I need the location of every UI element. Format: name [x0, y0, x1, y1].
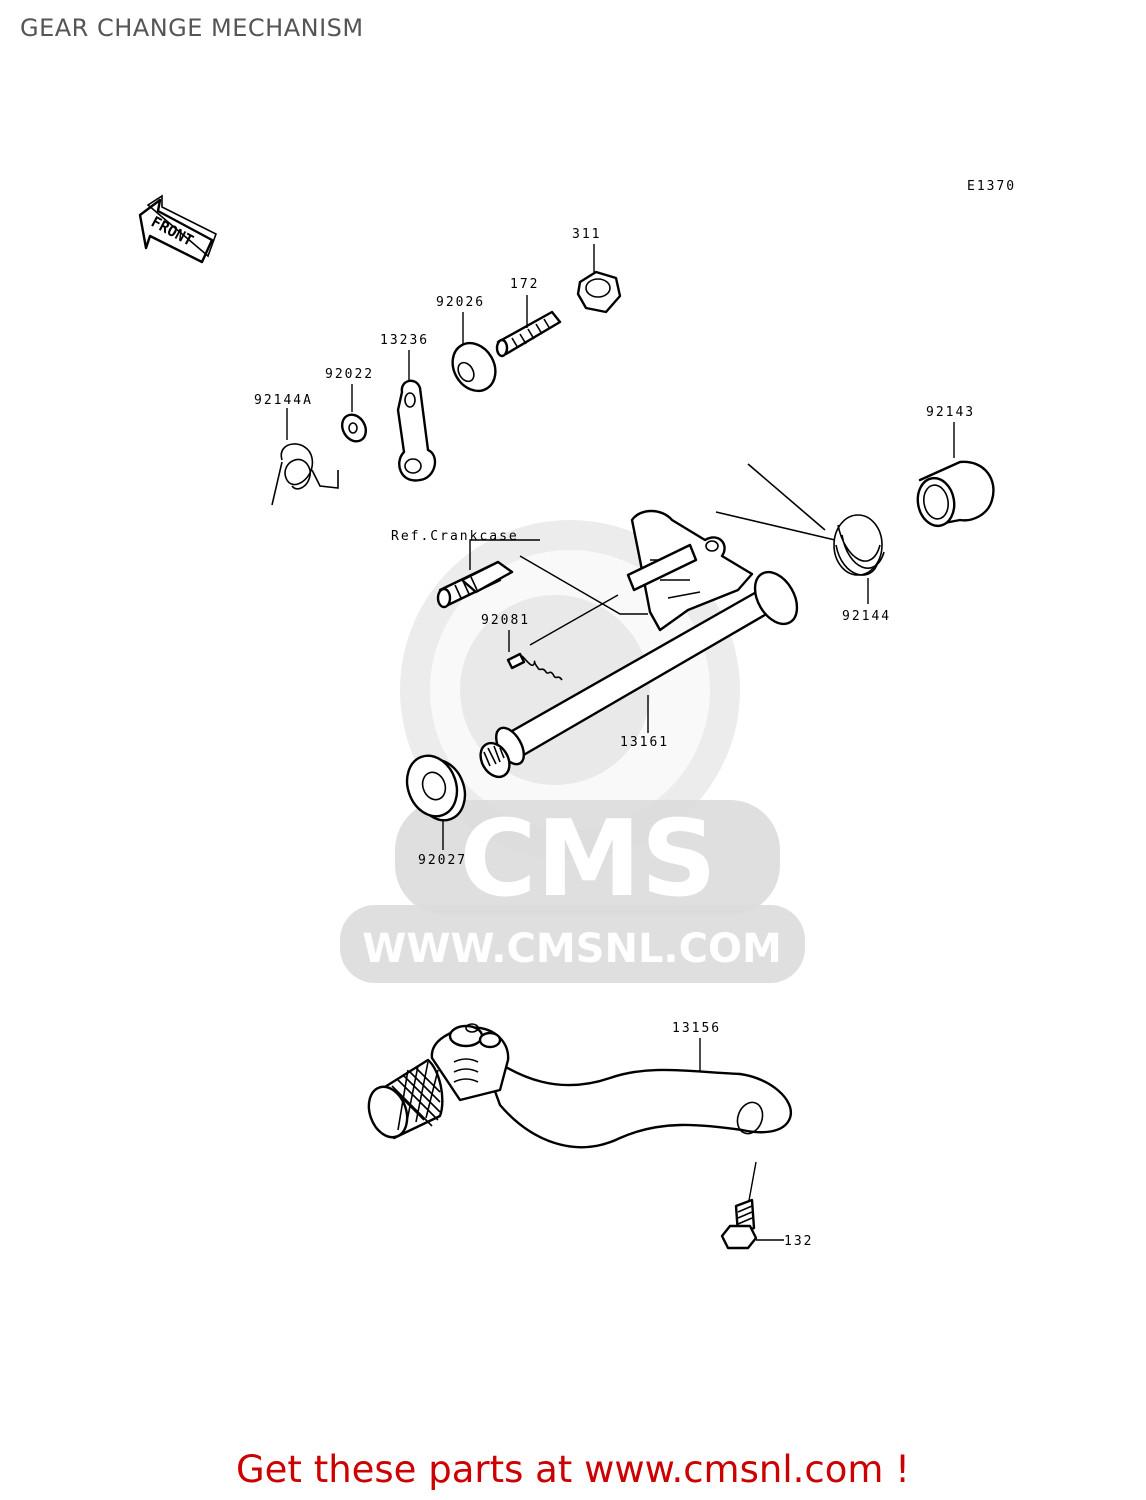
part-spring-92144[interactable]: 92144 — [715, 463, 891, 624]
part-spring-92081[interactable]: 92081 — [481, 613, 563, 681]
label-13161: 13161 — [620, 735, 669, 750]
page-title: GEAR CHANGE MECHANISM — [20, 14, 364, 42]
label-132: 132 — [784, 1234, 813, 1249]
part-gear-lever-13156[interactable]: 13156 — [362, 1021, 793, 1149]
part-arm-13236[interactable]: 13236 — [380, 333, 437, 482]
part-bushing-92143[interactable]: 92143 — [914, 405, 995, 529]
cms-watermark: CMS WWW.CMSNL.COM — [340, 520, 805, 983]
part-seal-92027[interactable]: 92027 — [399, 749, 473, 868]
watermark-brand: CMS — [459, 798, 716, 920]
part-shift-shaft-13161[interactable]: 13161 — [475, 509, 806, 782]
front-arrow: FRONT — [138, 194, 217, 264]
part-nut-311[interactable]: 311 — [572, 227, 622, 314]
part-stud-172[interactable]: 172 — [495, 277, 562, 358]
label-13236: 13236 — [380, 333, 429, 348]
label-92143: 92143 — [926, 405, 975, 420]
label-92144: 92144 — [842, 609, 891, 624]
part-ref-crankcase-pin[interactable]: Ref.Crankcase — [391, 529, 648, 646]
label-92022: 92022 — [325, 367, 374, 382]
label-13156: 13156 — [672, 1021, 721, 1036]
label-172: 172 — [510, 277, 539, 292]
label-92081: 92081 — [481, 613, 530, 628]
label-311: 311 — [572, 227, 601, 242]
part-bolt-132[interactable]: 132 — [720, 1161, 813, 1250]
footer-cta-link[interactable]: Get these parts at www.cmsnl.com ! — [235, 1448, 910, 1491]
label-ref-crankcase: Ref.Crankcase — [391, 529, 519, 544]
label-92027: 92027 — [418, 853, 467, 868]
watermark-url: WWW.CMSNL.COM — [362, 926, 782, 972]
label-92026: 92026 — [436, 295, 485, 310]
part-spring-92144A[interactable]: 92144A — [254, 393, 339, 506]
knurl-pattern — [391, 1061, 441, 1131]
diagram-code: E1370 — [967, 179, 1016, 194]
label-92144A: 92144A — [254, 393, 313, 408]
part-washer-92022[interactable]: 92022 — [325, 367, 374, 446]
part-washer-92026[interactable]: 92026 — [436, 295, 504, 399]
